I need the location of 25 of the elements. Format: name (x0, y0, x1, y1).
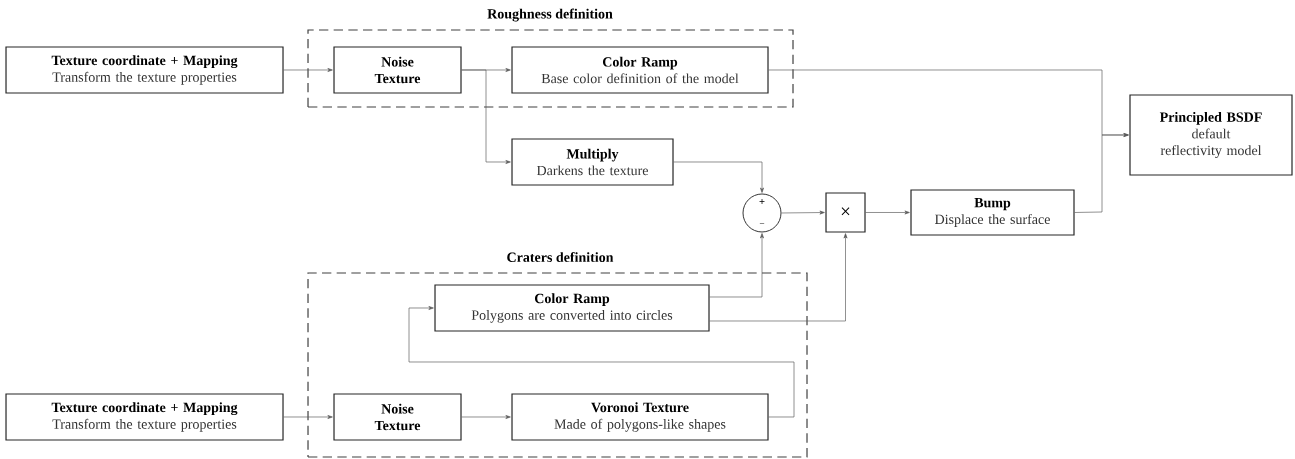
process-box: Principled BSDF default reflectivity model (1129, 94, 1293, 176)
arrow (673, 161, 764, 193)
group-title: Roughness definition (487, 8, 613, 22)
process-box: Texture coordinate + Mapping Transform the texture properties (5, 393, 284, 441)
operator-box: × (825, 192, 866, 233)
arrow (283, 68, 333, 72)
process-box: Color Ramp Polygons are converted into circles (434, 284, 710, 332)
arrow (865, 210, 910, 215)
process-box: Voronoi Texture Made of polygons-like shapes (511, 393, 769, 441)
arrow (781, 210, 825, 215)
arrow (283, 415, 333, 419)
process-box: Bump Displace the surface (910, 189, 1075, 236)
arrow (1074, 133, 1129, 213)
summing-junction: + − (742, 193, 782, 233)
group-title: Craters definition (507, 252, 614, 262)
arrow (408, 306, 795, 418)
process-box: Multiply Darkens the texture (511, 138, 674, 186)
arrow (461, 69, 511, 164)
process-box: Noise Texture (333, 46, 462, 94)
process-box: Texture coordinate + Mapping Transform the texture properties (5, 46, 284, 94)
arrow (709, 233, 764, 298)
process-box: Noise Texture (333, 393, 462, 441)
arrow (461, 415, 511, 419)
arrow (709, 233, 848, 322)
process-box: Color Ramp Base color definition of the model (511, 46, 769, 94)
